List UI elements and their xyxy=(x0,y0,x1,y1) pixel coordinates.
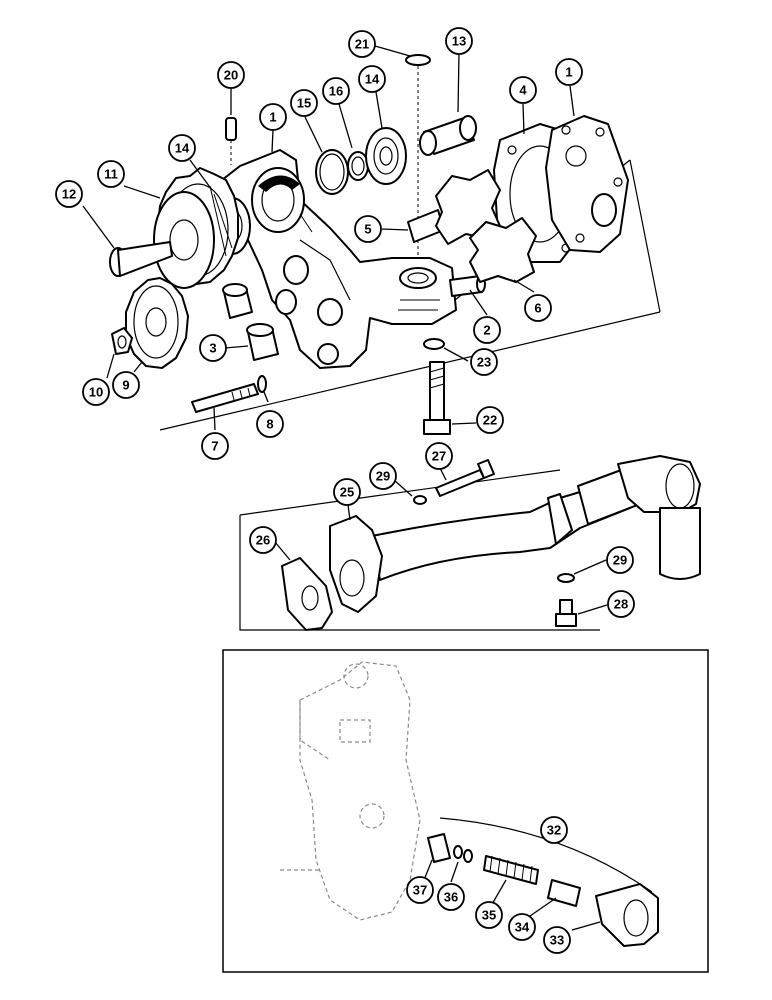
svg-text:12: 12 xyxy=(62,187,76,202)
callout-14-upper: 14 xyxy=(358,65,386,93)
callout-3: 3 xyxy=(199,334,227,362)
svg-text:21: 21 xyxy=(355,37,369,52)
ring-16 xyxy=(347,151,369,181)
svg-text:13: 13 xyxy=(452,34,466,49)
svg-text:32: 32 xyxy=(547,823,561,838)
callout-1-body: 1 xyxy=(259,103,287,131)
svg-text:11: 11 xyxy=(104,167,118,182)
svg-text:16: 16 xyxy=(329,84,343,99)
callout-2: 2 xyxy=(473,316,501,344)
shaft-13 xyxy=(419,115,477,156)
callout-16: 16 xyxy=(322,77,350,105)
callout-13: 13 xyxy=(445,27,473,55)
svg-text:25: 25 xyxy=(340,485,354,500)
svg-text:29: 29 xyxy=(376,469,390,484)
svg-text:5: 5 xyxy=(364,222,371,237)
callout-29-right: 29 xyxy=(606,546,634,574)
inset-panel xyxy=(222,649,709,973)
svg-text:1: 1 xyxy=(565,65,572,80)
svg-text:14: 14 xyxy=(365,72,380,87)
callout-34: 34 xyxy=(508,913,536,941)
svg-text:4: 4 xyxy=(519,83,527,98)
flange-25 xyxy=(329,515,383,613)
svg-text:20: 20 xyxy=(224,68,238,83)
callout-23: 23 xyxy=(470,348,498,376)
callout-11: 11 xyxy=(97,160,125,188)
circlip-15 xyxy=(315,149,349,195)
explosion-plane-lower xyxy=(239,469,600,631)
svg-text:35: 35 xyxy=(482,908,496,923)
rotor-6 xyxy=(469,217,537,283)
callout-25: 25 xyxy=(333,478,361,506)
pin-20 xyxy=(225,117,237,165)
washer-29-right xyxy=(557,573,575,583)
svg-text:33: 33 xyxy=(550,933,564,948)
svg-text:2: 2 xyxy=(483,323,490,338)
bush-3-upper xyxy=(222,283,253,319)
svg-text:6: 6 xyxy=(534,301,541,316)
callout-7: 7 xyxy=(201,432,229,460)
pump-body xyxy=(221,149,457,369)
callout-1-cover: 1 xyxy=(555,58,583,86)
callout-15: 15 xyxy=(290,89,318,117)
svg-text:29: 29 xyxy=(613,553,627,568)
bolt-27 xyxy=(435,459,495,497)
callout-8: 8 xyxy=(256,410,284,438)
pipe-elbow xyxy=(617,455,701,580)
callout-29-left: 29 xyxy=(369,462,397,490)
screw-28 xyxy=(555,599,577,627)
bolt-22 xyxy=(423,361,451,435)
gear-9 xyxy=(125,277,189,369)
gear-11 xyxy=(153,167,239,289)
callout-32: 32 xyxy=(540,816,568,844)
callout-12: 12 xyxy=(55,180,83,208)
svg-text:22: 22 xyxy=(483,413,497,428)
nut-10 xyxy=(111,327,133,355)
callout-33: 33 xyxy=(543,926,571,954)
callout-21: 21 xyxy=(348,30,376,58)
svg-text:26: 26 xyxy=(256,533,270,548)
bearing-14-upper xyxy=(365,127,407,185)
callout-20: 20 xyxy=(217,61,245,89)
callout-27: 27 xyxy=(425,442,453,470)
callout-9: 9 xyxy=(112,371,140,399)
svg-text:27: 27 xyxy=(432,449,446,464)
svg-text:10: 10 xyxy=(89,385,103,400)
callout-4: 4 xyxy=(509,76,537,104)
callout-22: 22 xyxy=(476,406,504,434)
washer-23 xyxy=(423,338,445,350)
cover-1 xyxy=(545,115,629,253)
svg-text:1: 1 xyxy=(269,110,276,125)
callout-6: 6 xyxy=(524,294,552,322)
suction-pipe xyxy=(371,465,641,581)
svg-text:3: 3 xyxy=(209,341,216,356)
callout-35: 35 xyxy=(475,901,503,929)
svg-text:9: 9 xyxy=(122,378,129,393)
bolt-7 xyxy=(191,383,259,413)
svg-text:37: 37 xyxy=(413,883,427,898)
washer-8 xyxy=(257,375,267,393)
leader-lines xyxy=(82,45,608,931)
svg-text:28: 28 xyxy=(614,597,628,612)
callout-5: 5 xyxy=(354,215,382,243)
bush-3-lower xyxy=(246,323,279,361)
washer-29-left xyxy=(413,495,427,505)
bolt-12 xyxy=(109,241,173,277)
callout-37: 37 xyxy=(406,876,434,904)
callout-26: 26 xyxy=(249,526,277,554)
callout-28: 28 xyxy=(607,590,635,618)
svg-text:15: 15 xyxy=(297,96,311,111)
svg-text:23: 23 xyxy=(477,355,491,370)
callout-10: 10 xyxy=(82,378,110,406)
callout-14-left: 14 xyxy=(168,134,196,162)
svg-text:8: 8 xyxy=(266,417,273,432)
svg-text:14: 14 xyxy=(175,141,190,156)
svg-text:34: 34 xyxy=(515,920,530,935)
gasket-26 xyxy=(281,557,333,631)
svg-text:36: 36 xyxy=(444,890,458,905)
callout-36: 36 xyxy=(437,883,465,911)
svg-text:7: 7 xyxy=(211,439,218,454)
